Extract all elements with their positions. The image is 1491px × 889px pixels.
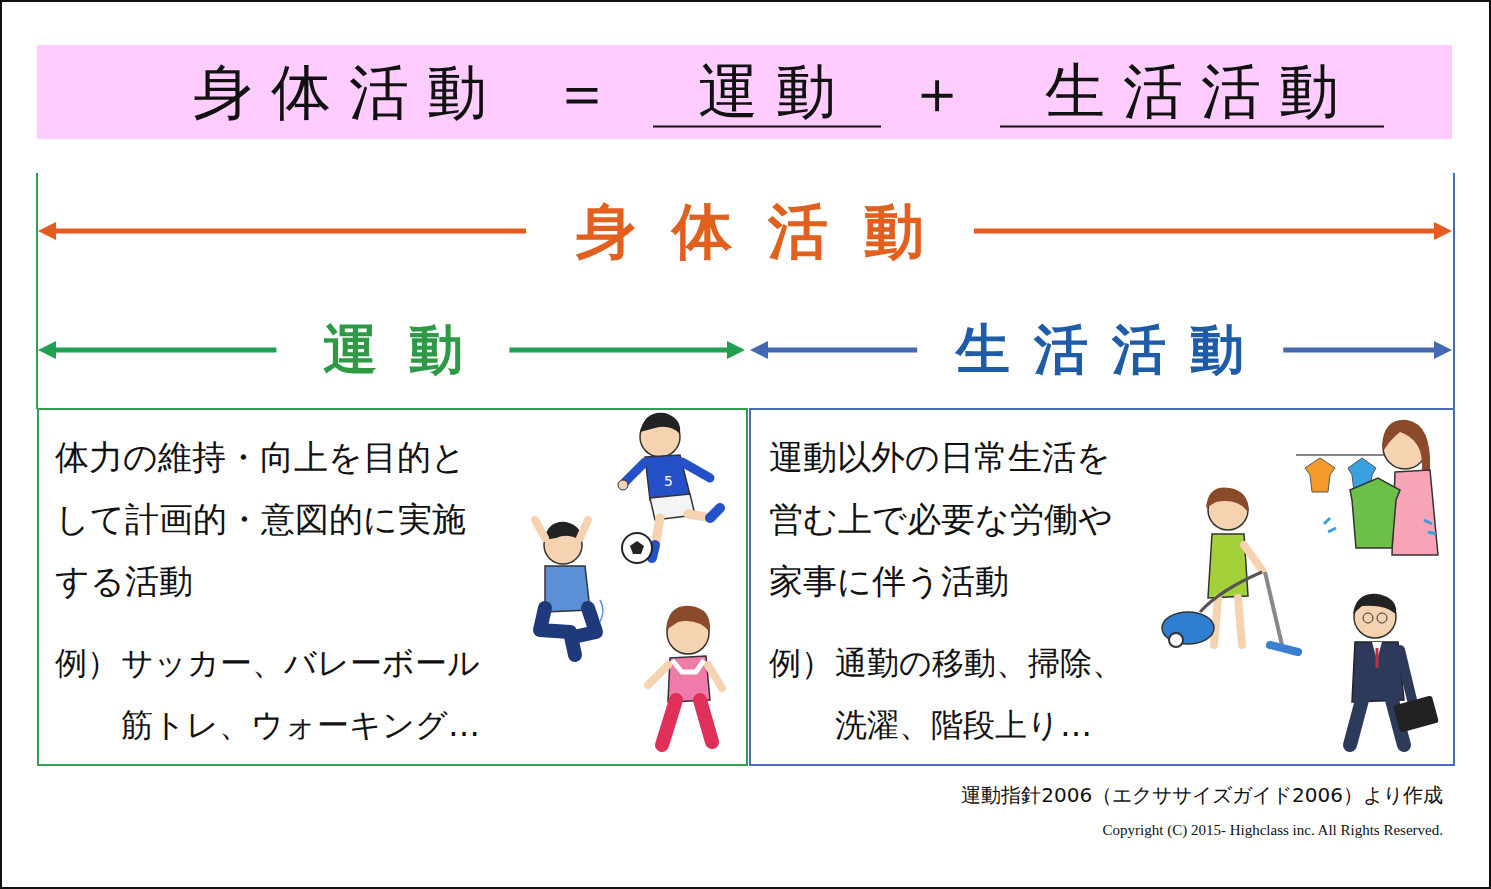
jogging-girl-figure <box>662 700 712 745</box>
range-arrow <box>750 341 768 359</box>
title-band: 身体活動 ＝ 運動 ＋ 生活活動 <box>37 45 1452 139</box>
vacuum-woman-figure <box>1162 487 1298 652</box>
range-arrow <box>727 341 745 359</box>
vacuum-woman-figure <box>1206 487 1248 512</box>
daily-activity-box: 運動以外の日常生活を営む上で必要な労働や家事に伴う活動例）通勤の移動、掃除、 洗… <box>749 408 1455 766</box>
squatting-man-figure <box>535 520 603 655</box>
range-label: 生活活動 <box>917 318 1283 383</box>
range-arrow <box>38 341 56 359</box>
soccer-ball <box>630 541 644 554</box>
businessman-figure <box>1400 650 1412 700</box>
definition-text: 体力の維持・向上を目的として計画的・意図的に実施する活動 <box>55 426 477 612</box>
squatting-man-figure <box>600 600 603 622</box>
businessman-figure <box>1363 613 1373 623</box>
example-line: 筋トレ、ウォーキング… <box>121 694 480 756</box>
example-prefix: 例） <box>55 632 119 694</box>
soccer-player-figure <box>640 413 680 434</box>
jogging-girl-figure <box>666 606 710 632</box>
jogging-girl-figure <box>648 606 722 745</box>
range-label: 身体活動 <box>526 195 974 267</box>
vacuum-woman-figure <box>1169 633 1183 647</box>
soccer-ball <box>622 533 652 563</box>
soccer-ball <box>622 533 652 563</box>
bracket-line <box>1453 173 1455 409</box>
laundry-woman-figure <box>1296 420 1438 555</box>
definition-text: 運動以外の日常生活を営む上で必要な労働や家事に伴う活動 <box>769 426 1123 612</box>
laundry-woman-figure <box>1350 478 1400 548</box>
example-list: 通勤の移動、掃除、 洗濯、階段上り… <box>835 632 1124 756</box>
jogging-girl-figure <box>648 665 722 688</box>
laundry-woman-figure <box>1392 470 1438 555</box>
copyright-note: Copyright (C) 2015- Highclass inc. All R… <box>1103 821 1443 839</box>
range-arrow <box>38 222 56 240</box>
laundry-woman-figure <box>1305 458 1335 492</box>
range-arrow <box>1434 341 1452 359</box>
bracket-line <box>36 173 38 409</box>
squatting-man-figure <box>540 608 596 655</box>
soccer-player-figure: 5 <box>664 473 673 489</box>
vacuum-woman-figure <box>1244 545 1262 570</box>
vacuum-woman-figure <box>1200 572 1262 612</box>
band-symbol: ＋ <box>907 58 967 127</box>
vacuum-woman-figure <box>1214 598 1242 645</box>
example-line: 通勤の移動、掃除、 <box>835 632 1124 694</box>
vacuum-woman-figure <box>1265 572 1282 645</box>
squatting-man-figure <box>535 520 588 538</box>
soccer-player-figure <box>618 480 628 490</box>
example-prefix: 例） <box>769 632 833 694</box>
example-line: サッカー、バレーボール <box>121 632 480 694</box>
laundry-woman-figure <box>1382 420 1430 470</box>
band-text: 生活活動 <box>1000 57 1384 128</box>
jogging-girl-figure <box>672 660 704 672</box>
businessman-figure <box>1376 648 1379 668</box>
band-text: 身体活動 <box>175 58 505 127</box>
businessman-figure <box>1350 594 1439 745</box>
source-note: 運動指針2006（エクササイズガイド2006）より作成 <box>961 783 1443 807</box>
band-symbol: ＝ <box>552 58 612 127</box>
range-label: 運動 <box>276 318 509 383</box>
laundry-woman-figure <box>1324 518 1436 534</box>
band-text: 運動 <box>653 57 881 128</box>
exercise-box: 体力の維持・向上を目的として計画的・意図的に実施する活動例）サッカー、バレーボー… <box>37 408 748 766</box>
businessman-figure <box>1377 613 1387 623</box>
example-list: サッカー、バレーボール 筋トレ、ウォーキング… <box>121 632 480 756</box>
example-line: 洗濯、階段上り… <box>835 694 1124 756</box>
range-arrow <box>1434 222 1452 240</box>
vacuum-woman-figure <box>1270 645 1298 652</box>
soccer-player-figure <box>710 508 720 518</box>
businessman-figure <box>1353 594 1396 614</box>
soccer-player-figure <box>682 462 710 478</box>
businessman-figure <box>1393 695 1439 732</box>
soccer-player-figure <box>625 462 645 482</box>
